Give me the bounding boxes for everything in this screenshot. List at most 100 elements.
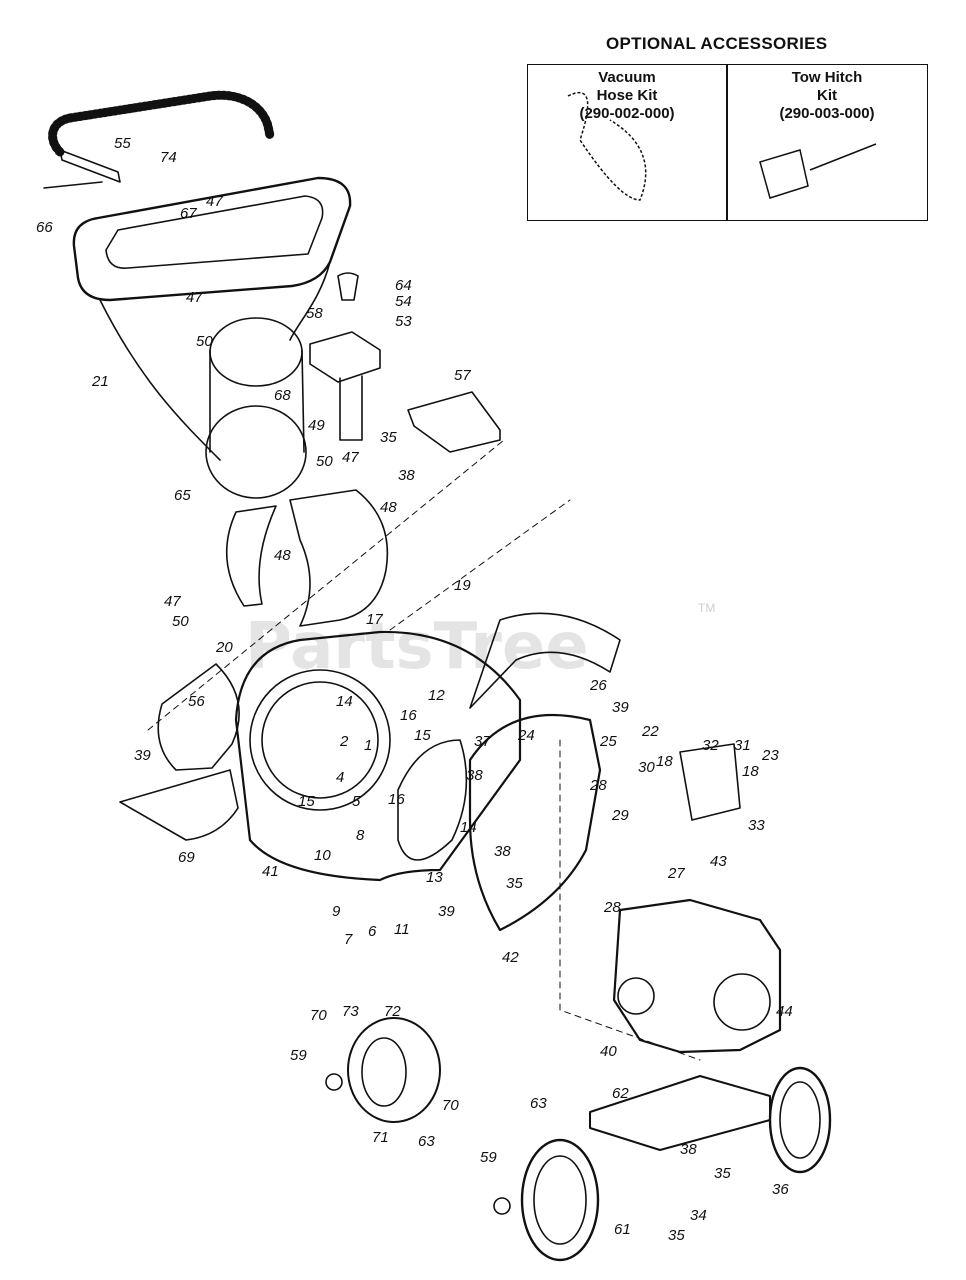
callout-59: 59: [290, 1047, 307, 1064]
accessory-line2: Hose Kit: [596, 87, 658, 104]
handle-bracket: [59, 149, 121, 183]
nut-59-left: [493, 1197, 511, 1215]
callout-71: 71: [372, 1129, 389, 1146]
callout-18b: 18: [742, 763, 759, 780]
callout-39b: 39: [612, 699, 629, 716]
chute-48-back: [289, 489, 389, 627]
plate-57: [407, 391, 501, 453]
callout-9: 9: [332, 903, 341, 920]
handle-part: [48, 90, 275, 157]
callout-8: 8: [356, 827, 365, 844]
engine-flywheel: [713, 973, 771, 1031]
watermark-tm: TM: [698, 601, 715, 615]
bracket-33: [679, 743, 741, 821]
callout-6: 6: [368, 923, 377, 940]
callout-47b: 47: [186, 289, 203, 306]
deflector-69: [119, 769, 239, 841]
callout-27: 27: [667, 865, 685, 882]
callout-14b: 14: [460, 819, 477, 836]
callout-15: 15: [414, 727, 431, 744]
callout-54: 54: [395, 293, 412, 310]
callout-31: 31: [734, 737, 751, 754]
accessories-title: OPTIONAL ACCESSORIES: [606, 34, 828, 53]
callout-2: 2: [339, 733, 349, 750]
callout-35b: 35: [506, 875, 523, 892]
accessory-line1: Tow Hitch: [791, 69, 863, 86]
callout-15b: 15: [298, 793, 315, 810]
callout-39c: 39: [438, 903, 455, 920]
callout-35c: 35: [714, 1165, 731, 1182]
callout-26: 26: [589, 677, 607, 694]
callout-58: 58: [306, 305, 323, 322]
accessory-part-number: (290-002-000): [579, 105, 675, 122]
accessory-part-number: (290-003-000): [779, 105, 875, 122]
callout-29: 29: [611, 807, 629, 824]
watermark-text: PartsTree: [245, 610, 589, 684]
nut-59-detail: [325, 1073, 343, 1091]
accessories-divider: [726, 65, 728, 220]
callout-21: 21: [91, 373, 109, 390]
callout-66: 66: [36, 219, 53, 236]
callout-72: 72: [384, 1003, 401, 1020]
callout-36: 36: [772, 1181, 789, 1198]
vacuum-hose-sketch: [567, 91, 647, 201]
callout-70b: 70: [442, 1097, 459, 1114]
callout-16b: 16: [388, 791, 405, 808]
housing-opening: [249, 669, 391, 811]
callout-53: 53: [395, 313, 412, 330]
callout-34: 34: [690, 1207, 707, 1224]
callout-47: 47: [206, 193, 223, 210]
callout-25: 25: [599, 733, 617, 750]
hopper-inner: [105, 195, 324, 269]
callout-28b: 28: [603, 899, 621, 916]
callout-57: 57: [454, 367, 471, 384]
callout-30: 30: [638, 759, 655, 776]
u-bolt-49: [339, 375, 363, 441]
callout-47d: 47: [164, 593, 181, 610]
cover-26: [469, 612, 621, 709]
callout-62: 62: [612, 1085, 629, 1102]
knob-64: [337, 272, 359, 301]
callout-73: 73: [342, 1003, 359, 1020]
callout-59b: 59: [480, 1149, 497, 1166]
engine-44: [612, 898, 782, 1054]
callout-67: 67: [180, 205, 197, 222]
hopper-neck: [205, 405, 307, 499]
rotor-12: [397, 739, 468, 861]
hopper-body: [99, 261, 331, 461]
callout-14: 14: [336, 693, 353, 710]
callout-65: 65: [174, 487, 191, 504]
housing-41: [234, 630, 522, 882]
callout-38: 38: [398, 467, 415, 484]
bolt-66: [43, 181, 103, 189]
callout-19: 19: [454, 577, 471, 594]
hopper-collar: [209, 317, 303, 387]
callout-56: 56: [188, 693, 205, 710]
accessory-line2: Kit: [817, 87, 837, 104]
callout-24: 24: [517, 727, 535, 744]
callout-40: 40: [600, 1043, 617, 1060]
callout-50b: 50: [316, 453, 333, 470]
callout-50c: 50: [172, 613, 189, 630]
callout-10: 10: [314, 847, 331, 864]
callout-11: 11: [394, 921, 410, 938]
callout-50: 50: [196, 333, 213, 350]
callout-1: 1: [364, 737, 372, 754]
callout-49: 49: [308, 417, 325, 434]
bracket-58: [309, 331, 381, 383]
callout-13: 13: [426, 869, 443, 886]
callout-38d: 38: [680, 1141, 697, 1158]
accessory-vacuum-hose-kit: Vacuum Hose Kit (290-002-000): [528, 69, 726, 123]
callout-23: 23: [761, 747, 779, 764]
callout-61: 61: [614, 1221, 631, 1238]
callout-37: 37: [474, 733, 491, 750]
tow-hitch-sketch: [759, 143, 877, 199]
plate-56: [157, 663, 240, 771]
callout-69: 69: [178, 849, 195, 866]
callout-47c: 47: [342, 449, 359, 466]
callout-70: 70: [310, 1007, 327, 1024]
callout-4: 4: [336, 769, 344, 786]
callout-18: 18: [656, 753, 673, 770]
callout-35d: 35: [668, 1227, 685, 1244]
